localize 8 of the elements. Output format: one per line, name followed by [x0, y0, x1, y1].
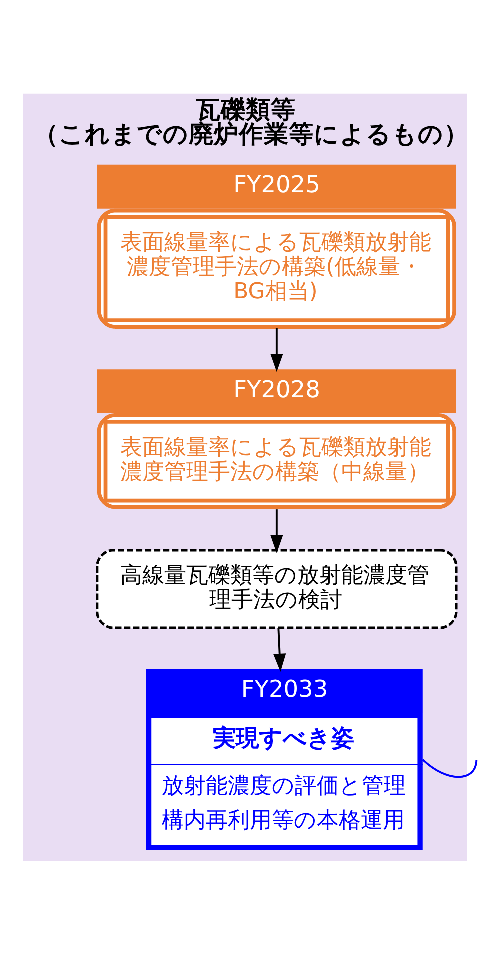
arrow	[270, 328, 284, 372]
arrow	[274, 628, 286, 672]
arrow	[270, 510, 284, 554]
node-box: 高線量瓦礫類等の放射能濃度管理手法の検討	[96, 549, 458, 630]
node-label: FY2025	[234, 172, 320, 199]
connector	[422, 759, 478, 778]
node-label: FY2033	[241, 676, 328, 703]
node-label: FY2028	[234, 376, 320, 404]
